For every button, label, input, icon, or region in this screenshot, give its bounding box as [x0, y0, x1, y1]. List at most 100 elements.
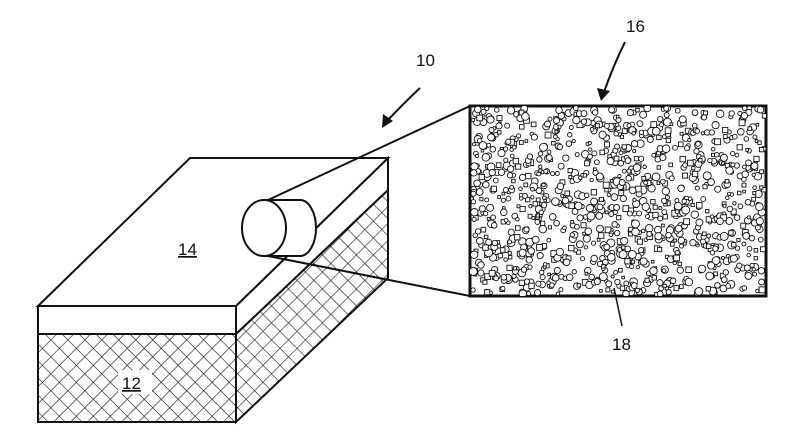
particle: [759, 185, 764, 190]
particle: [477, 261, 485, 269]
particle: [481, 153, 491, 162]
particle: [758, 146, 765, 153]
particle: [751, 196, 756, 202]
particle: [745, 159, 752, 167]
particle: [609, 179, 614, 183]
particle: [656, 134, 662, 141]
particle: [504, 122, 511, 129]
particle: [728, 110, 735, 117]
particle: [503, 257, 508, 262]
particle: [614, 229, 621, 237]
particle: [480, 108, 487, 115]
particle: [657, 215, 664, 222]
particle: [495, 122, 503, 130]
particle: [757, 140, 762, 145]
particle: [646, 135, 654, 143]
particle: [605, 287, 611, 293]
particle: [470, 117, 476, 123]
particle: [702, 184, 708, 190]
particle: [508, 255, 513, 260]
particle: [621, 275, 625, 280]
particle: [509, 153, 515, 159]
particle: [710, 146, 716, 152]
particle: [470, 199, 477, 205]
particle: [515, 163, 522, 170]
particle: [658, 285, 664, 292]
particle: [486, 217, 491, 221]
particle: [484, 289, 491, 296]
particle: [626, 122, 632, 128]
particle: [713, 271, 719, 277]
particle: [470, 250, 479, 259]
particle: [619, 134, 625, 139]
particle: [621, 144, 627, 150]
particle: [639, 257, 648, 266]
particle: [535, 213, 540, 218]
particle: [555, 291, 561, 296]
particle: [690, 210, 699, 219]
particle: [732, 201, 737, 206]
particle: [490, 185, 497, 192]
particle: [665, 289, 672, 296]
particle: [673, 285, 680, 291]
particle: [709, 249, 716, 256]
particle: [582, 234, 591, 243]
particle: [590, 240, 597, 246]
particle: [496, 115, 503, 122]
particle: [621, 128, 628, 135]
particle: [488, 269, 496, 277]
particle: [527, 264, 533, 270]
particle: [602, 181, 610, 189]
particle: [646, 231, 653, 237]
particle: [551, 274, 560, 282]
particle: [752, 185, 757, 190]
particle: [742, 189, 746, 194]
particle: [720, 153, 728, 162]
particle: [635, 107, 640, 113]
particle: [526, 153, 534, 160]
particle: [727, 191, 732, 196]
particle: [512, 157, 520, 165]
particle: [697, 264, 707, 274]
particle: [599, 149, 605, 156]
particle: [676, 266, 684, 274]
particle: [656, 279, 664, 287]
particle: [683, 218, 690, 226]
particle: [650, 199, 656, 205]
particle: [555, 106, 563, 114]
particle: [674, 209, 680, 215]
particle: [589, 177, 594, 183]
particle: [613, 130, 619, 137]
particle: [488, 126, 495, 134]
particle: [618, 179, 626, 186]
particle: [506, 264, 513, 271]
particle: [582, 173, 588, 178]
particle: [755, 217, 764, 226]
particle: [624, 157, 632, 165]
particle: [546, 149, 552, 155]
particle: [663, 117, 672, 127]
particle: [679, 131, 684, 136]
particle: [555, 247, 564, 257]
particle: [568, 175, 573, 179]
particle: [695, 218, 704, 227]
particle: [758, 286, 766, 294]
particle: [521, 112, 530, 121]
particle: [571, 138, 576, 144]
particle: [470, 190, 477, 197]
particle: [743, 264, 751, 272]
particle: [593, 278, 601, 286]
particle: [742, 232, 751, 240]
particle: [659, 178, 666, 185]
particle: [712, 245, 719, 252]
particle: [544, 131, 552, 139]
particle: [484, 197, 490, 203]
particle: [574, 223, 580, 230]
particle: [658, 206, 663, 211]
particle: [751, 172, 756, 177]
particle: [631, 219, 640, 229]
particle: [633, 156, 639, 162]
particle: [626, 210, 633, 217]
particle: [694, 128, 700, 134]
particle: [630, 140, 639, 148]
